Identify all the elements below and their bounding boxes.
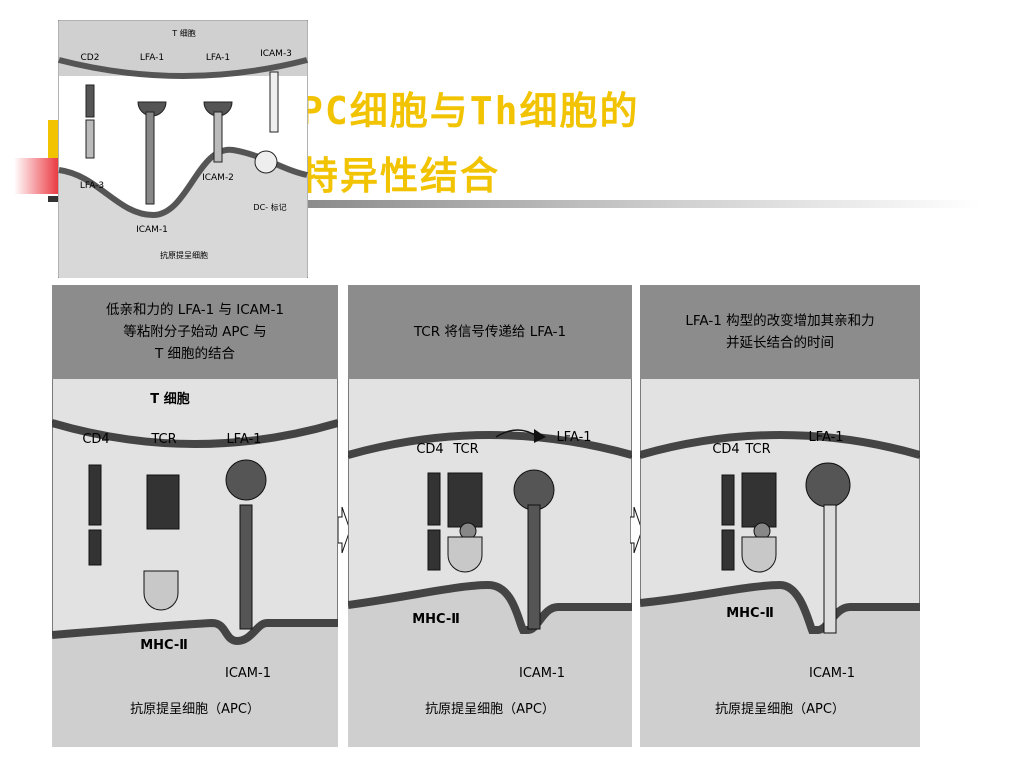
panel-1-cd4: CD4: [82, 432, 109, 447]
step-arrow-1: [338, 506, 350, 554]
panel-1-tcr: TCR: [150, 432, 176, 447]
inset-cd2: CD2: [81, 53, 100, 63]
panel-1: T 细胞 CD4 TCR LFA-1 MHC-Ⅱ ICAM-1 抗原提呈细胞（A…: [52, 285, 338, 747]
inset-icam1: ICAM-1: [136, 225, 168, 235]
panel-2-lfa1: LFA-1: [556, 430, 591, 445]
panel-1-header-line-2: 等粘附分子始动 APC 与: [123, 324, 267, 340]
panel-2-header: TCR 将信号传递给 LFA-1: [348, 285, 632, 379]
panel-3-tcr: TCR: [744, 442, 770, 457]
panel-1-header-line-3: T 细胞的结合: [154, 346, 236, 362]
panel-3: CD4 TCR LFA-1 MHC-Ⅱ ICAM-1 抗原提呈细胞（APC） L…: [640, 285, 920, 747]
panel-2-icam1: ICAM-1: [519, 666, 565, 681]
panel-1-header: 低亲和力的 LFA-1 与 ICAM-1 等粘附分子始动 APC 与 T 细胞的…: [52, 285, 338, 379]
panel-1-apc: 抗原提呈细胞（APC）: [130, 701, 260, 717]
panel-1-header-line-1: 低亲和力的 LFA-1 与 ICAM-1: [105, 302, 285, 318]
inset-diagram: T 细胞 CD2 LFA-1 LFA-1 ICAM-3 LFA-3 ICAM-2…: [58, 20, 308, 278]
panel-3-apc: 抗原提呈细胞（APC）: [715, 701, 845, 717]
slide-title-line-1: PC细胞与Th细胞的: [300, 89, 640, 133]
panel-3-mhc: MHC-Ⅱ: [726, 606, 774, 621]
panel-1-icam1: ICAM-1: [225, 666, 271, 681]
panel-3-cd4: CD4: [712, 442, 739, 457]
inset-icam2: ICAM-2: [202, 173, 234, 183]
inset-dc: DC- 标记: [253, 202, 286, 212]
inset-lfa3: LFA-3: [80, 181, 104, 191]
slide-title-line-2: 特异性结合: [300, 154, 501, 198]
panel-2-mhc: MHC-Ⅱ: [412, 612, 460, 627]
inset-lfa1-b: LFA-1: [206, 53, 230, 63]
inset-apc: 抗原提呈细胞: [160, 250, 208, 260]
panel-1-mhc: MHC-Ⅱ: [140, 638, 188, 653]
panel-2-header-line-1: TCR 将信号传递给 LFA-1: [413, 324, 567, 340]
panel-3-lfa1: LFA-1: [808, 430, 843, 445]
panel-2: CD4 TCR LFA-1 MHC-Ⅱ ICAM-1 抗原提呈细胞（APC） T…: [348, 285, 632, 747]
step-arrow-2: [630, 506, 642, 554]
panel-2-apc: 抗原提呈细胞（APC）: [425, 701, 555, 717]
inset-t-cell: T 细胞: [171, 28, 195, 38]
panel-3-header-line-1: LFA-1 构型的改变增加其亲和力: [685, 313, 875, 329]
panel-3-header-line-2: 并延长结合的时间: [726, 335, 834, 351]
panel-3-icam1: ICAM-1: [809, 666, 855, 681]
inset-icam3: ICAM-3: [260, 49, 292, 59]
panel-1-lfa1: LFA-1: [226, 432, 261, 447]
inset-lfa1-a: LFA-1: [140, 53, 164, 63]
panel-3-header: LFA-1 构型的改变增加其亲和力 并延长结合的时间: [640, 285, 920, 379]
deco-dark-bar: [48, 196, 64, 202]
panel-1-t-cell: T 细胞: [150, 391, 189, 407]
panel-2-tcr: TCR: [452, 442, 478, 457]
deco-red-block: [14, 158, 64, 194]
title-underline: [300, 200, 980, 208]
panel-2-cd4: CD4: [416, 442, 443, 457]
